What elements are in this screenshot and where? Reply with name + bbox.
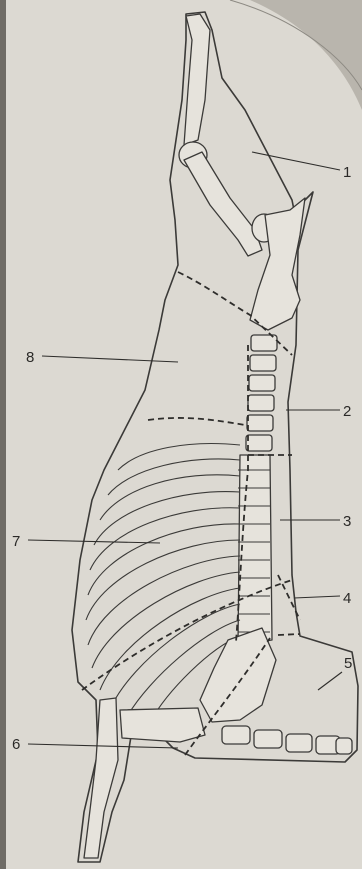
label-8: 8 <box>26 349 34 366</box>
label-1: 1 <box>343 164 351 181</box>
thoracic-spine <box>238 455 272 645</box>
label-2: 2 <box>343 403 351 420</box>
label-5: 5 <box>344 655 352 672</box>
label-6: 6 <box>12 736 20 753</box>
label-4: 4 <box>343 590 351 607</box>
humerus-bone <box>120 708 205 742</box>
label-7: 7 <box>12 533 20 550</box>
label-3: 3 <box>343 513 351 530</box>
